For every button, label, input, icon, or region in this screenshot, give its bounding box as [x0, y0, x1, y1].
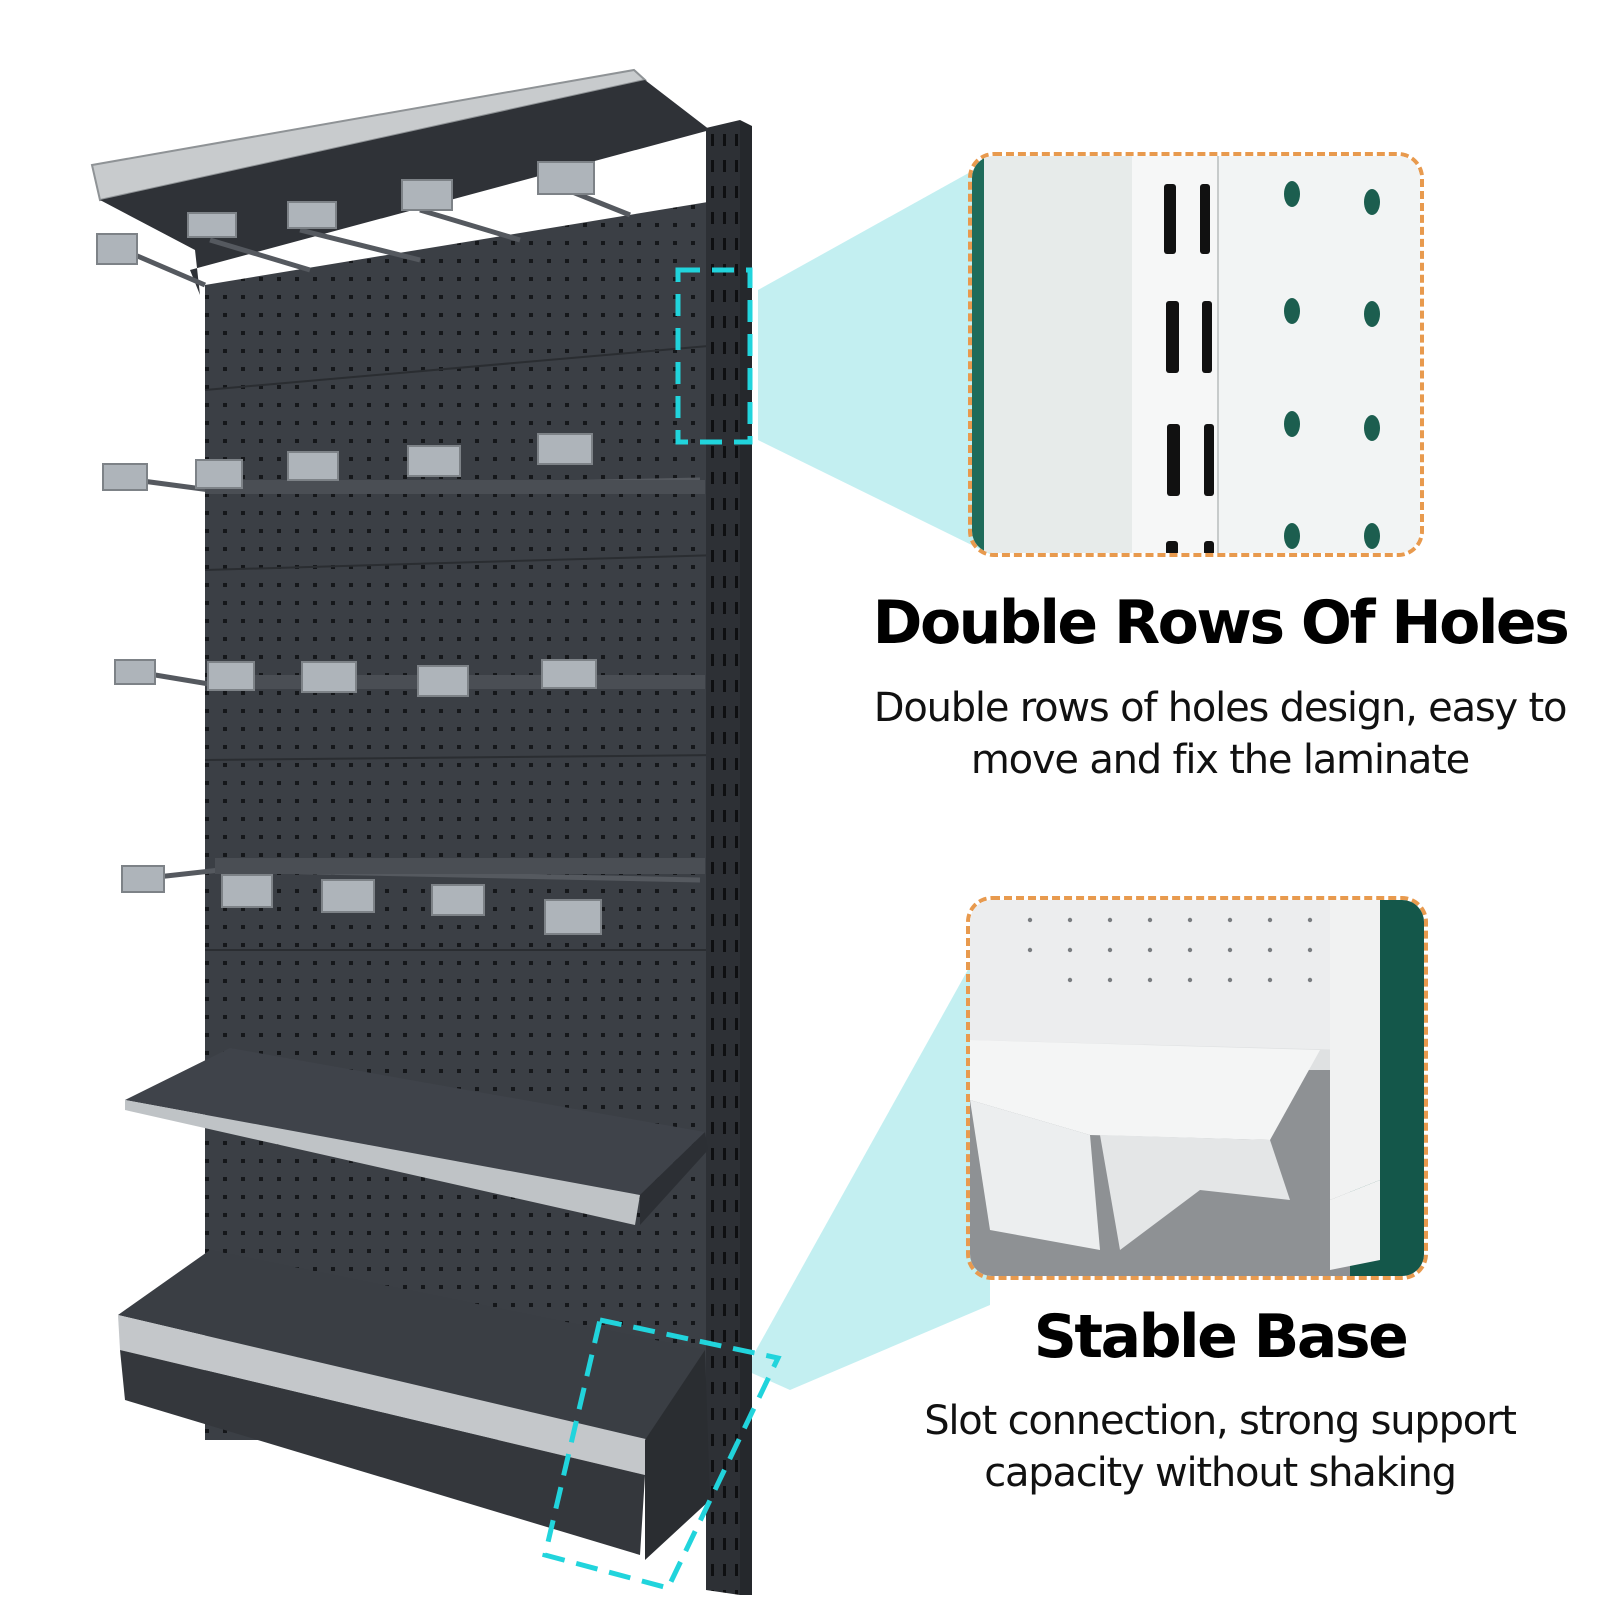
feature-title-double-rows: Double Rows Of Holes: [872, 588, 1570, 658]
upright-double-hole-closeup: [968, 152, 1424, 557]
beam-top: [758, 160, 992, 555]
base-plinth: [120, 1350, 645, 1555]
base-shelf: [118, 1250, 705, 1440]
white-shelf-base-closeup: [966, 896, 1428, 1280]
feature-title-stable-base: Stable Base: [1033, 1302, 1409, 1372]
feature-desc-double-rows: Double rows of holes design, easy to mov…: [870, 682, 1570, 786]
highlight-box-bottom: [542, 1317, 782, 1591]
feature-desc-line: Slot connection, strong support: [924, 1398, 1517, 1444]
feature-desc-stable-base: Slot connection, strong support capacity…: [870, 1395, 1570, 1499]
feature-desc-line: Double rows of holes design, easy to: [873, 685, 1568, 731]
beam-bottom: [745, 930, 990, 1390]
hook-row-1: [134, 182, 631, 288]
price-tags: [96, 161, 602, 935]
feature-desc-line: capacity without shaking: [984, 1450, 1457, 1496]
pegboard-panel: [205, 200, 720, 1440]
feature-desc-line: move and fix the laminate: [970, 737, 1470, 783]
highlight-box-top: [675, 267, 753, 445]
upright-post: [706, 120, 740, 1595]
flat-shelf: [125, 1048, 705, 1195]
